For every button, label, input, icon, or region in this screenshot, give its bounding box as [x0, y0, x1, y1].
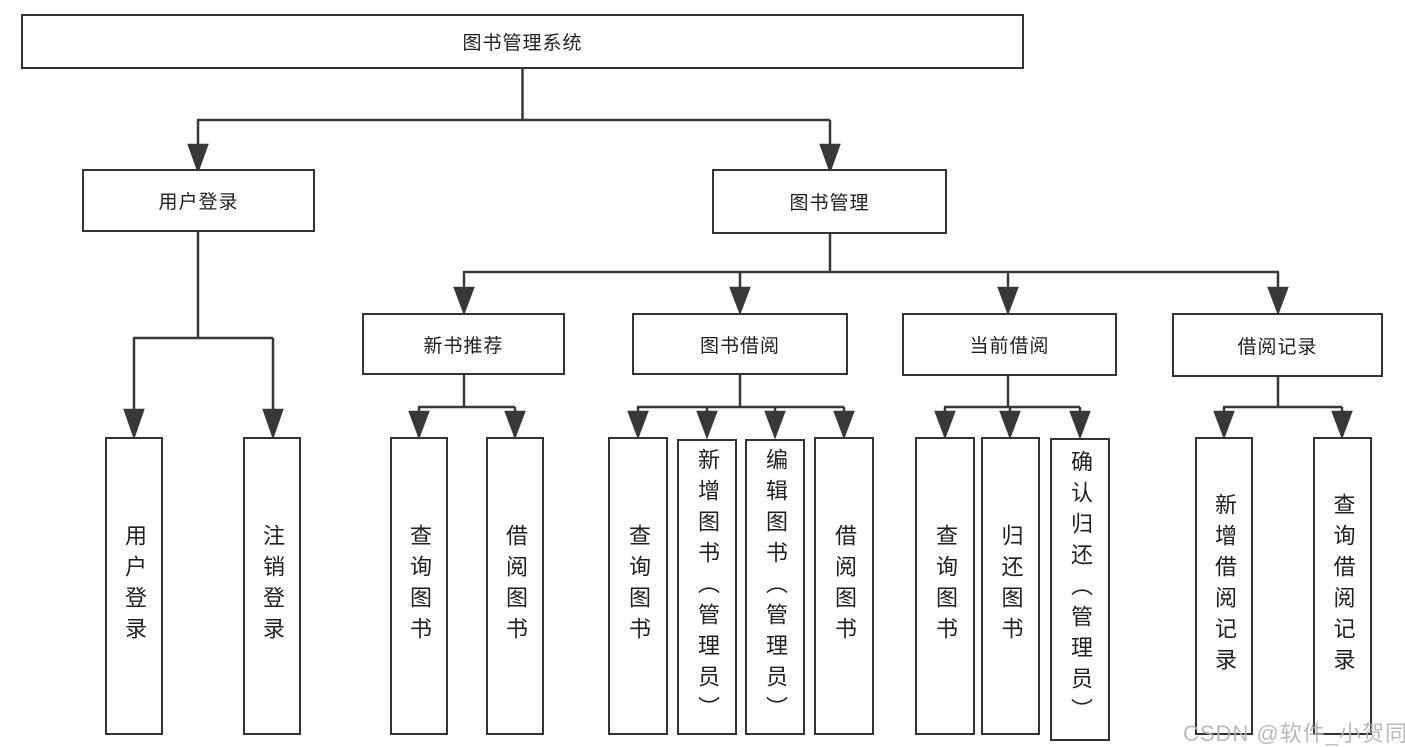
leaf-add-book-admin: 新增图书（管理员）: [677, 439, 737, 735]
leaf-query-books-recommend: 查询图书: [390, 437, 448, 735]
node-label: 用户登录: [122, 524, 147, 648]
node-label: 借阅图书: [503, 524, 528, 648]
leaf-add-borrow-record: 新增借阅记录: [1195, 437, 1253, 735]
node-book-borrow: 图书借阅: [632, 313, 848, 375]
connector-current-borrow-to-children: [934, 376, 1091, 440]
connector-user-login-to-children: [123, 232, 284, 440]
connector-root-to-level2: [187, 69, 841, 174]
node-label: 查询图书: [626, 524, 651, 648]
node-label: 图书管理: [789, 193, 870, 214]
node-label: 用户登录: [158, 192, 239, 213]
node-current-borrow: 当前借阅: [902, 313, 1117, 376]
leaf-borrow-books-recommend: 借阅图书: [486, 437, 544, 735]
leaf-query-borrow-record: 查询借阅记录: [1313, 437, 1372, 735]
csdn-watermark: CSDN @软件_小贺同学: [1183, 721, 1405, 746]
node-new-book-recommend: 新书推荐: [362, 313, 565, 375]
node-system-root: 图书管理系统: [21, 14, 1024, 69]
node-label: 编辑图书（管理员）: [763, 447, 788, 727]
connector-new-book-to-children: [408, 375, 526, 440]
connector-borrow-records-to-children: [1213, 377, 1353, 440]
node-label: 图书借阅: [699, 335, 780, 357]
leaf-return-book: 归还图书: [981, 437, 1040, 735]
node-label: 查询图书: [407, 524, 432, 648]
node-label: 查询图书: [933, 524, 958, 648]
node-label: 注销登录: [260, 524, 285, 648]
leaf-user-login: 用户登录: [105, 437, 163, 735]
node-label: 新增借阅记录: [1212, 493, 1237, 679]
leaf-confirm-return-admin: 确认归还（管理员）: [1050, 438, 1110, 741]
node-label: 归还图书: [998, 524, 1024, 648]
node-label: 图书管理系统: [462, 33, 583, 54]
node-borrow-records: 借阅记录: [1172, 313, 1383, 377]
connector-book-management-to-level3: [453, 234, 1289, 316]
leaf-logout: 注销登录: [243, 437, 301, 735]
node-user-login: 用户登录: [82, 169, 315, 232]
node-book-management: 图书管理: [712, 169, 947, 234]
node-label: 新增图书（管理员）: [695, 447, 720, 727]
node-label: 借阅记录: [1237, 336, 1318, 358]
leaf-query-books-borrow: 查询图书: [608, 437, 668, 735]
node-label: 查询借阅记录: [1330, 493, 1356, 679]
leaf-borrow-books: 借阅图书: [814, 437, 874, 735]
node-label: 新书推荐: [423, 335, 504, 357]
node-label: 确认归还（管理员）: [1068, 450, 1093, 729]
leaf-edit-book-admin: 编辑图书（管理员）: [745, 439, 805, 735]
node-label: 当前借阅: [969, 336, 1050, 357]
leaf-query-books-current: 查询图书: [915, 437, 975, 735]
connector-book-borrow-to-children: [627, 375, 855, 440]
node-label: 借阅图书: [832, 524, 857, 648]
